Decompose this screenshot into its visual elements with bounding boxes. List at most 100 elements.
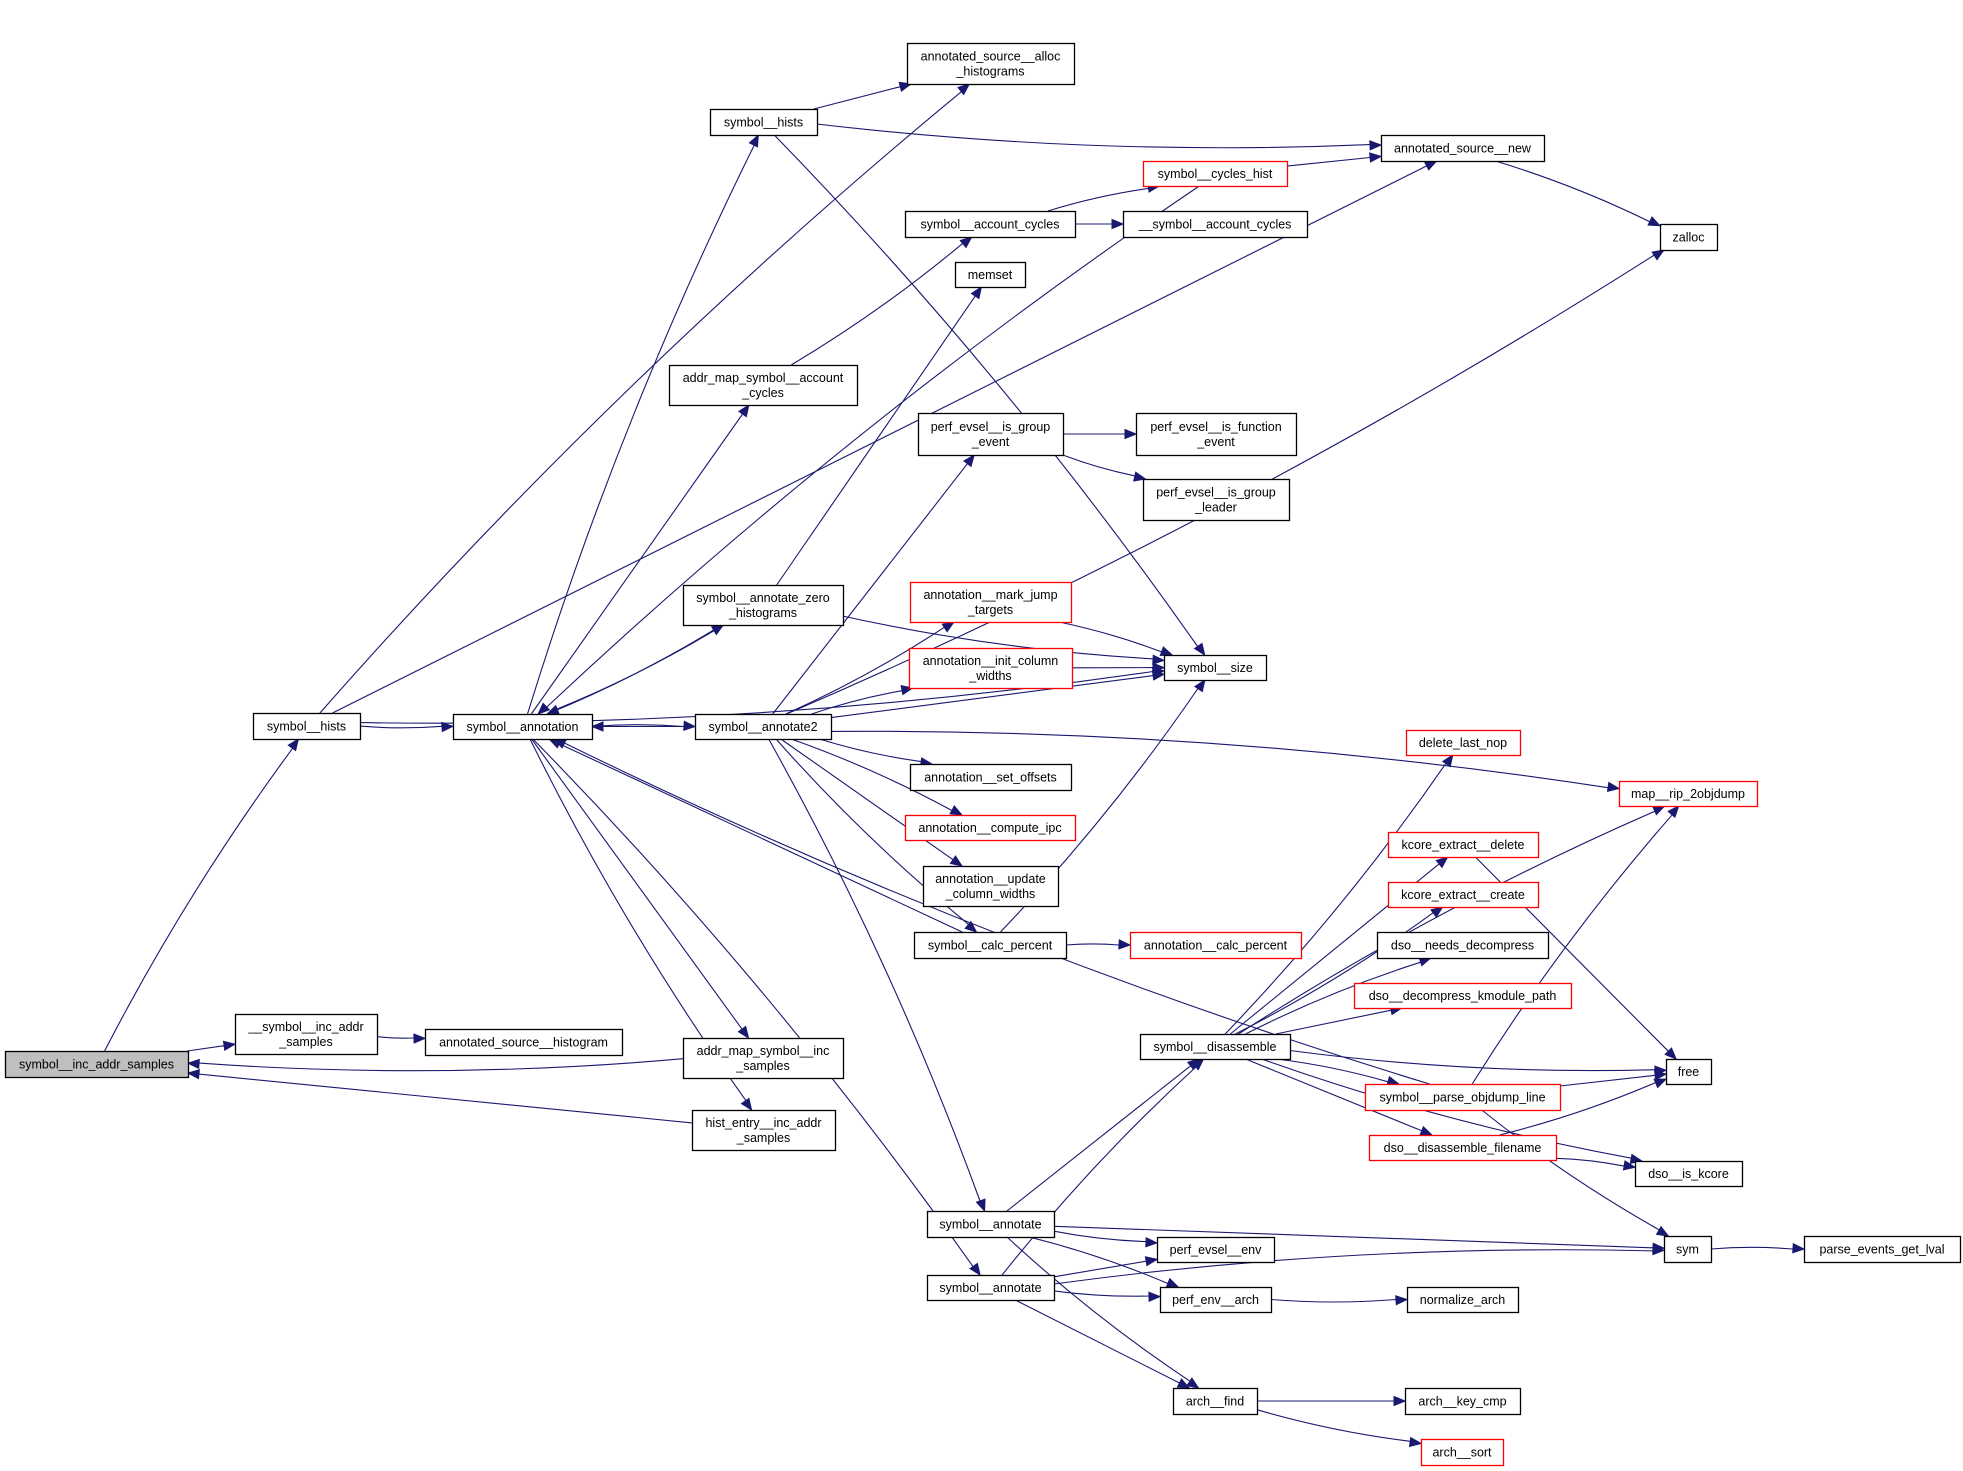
- edge-line: [813, 86, 901, 110]
- edge-line: [198, 1073, 693, 1124]
- node-kcore-extract-delete[interactable]: kcore_extract__delete: [1387, 831, 1540, 859]
- node-box: [1122, 210, 1309, 239]
- node-symbol-disassemble[interactable]: symbol__disassemble: [1139, 1033, 1292, 1061]
- edge-line: [773, 134, 1199, 647]
- node-addr-map-symbol-inc-samples[interactable]: addr_map_symbol__inc_samples: [682, 1037, 845, 1080]
- arrowhead-icon: [740, 1097, 753, 1112]
- node-box: [691, 1109, 837, 1152]
- node-annotation-calc-percent[interactable]: annotation__calc_percent: [1129, 931, 1303, 960]
- edge-symbol__annotate_a-to-perf_evsel__env: [1053, 1230, 1159, 1248]
- node-arch-sort[interactable]: arch__sort: [1420, 1438, 1505, 1467]
- node-label: symbol__calc_percent: [928, 939, 1053, 953]
- node-label: arch__find: [1186, 1395, 1244, 1409]
- node-box: [1665, 1058, 1713, 1086]
- node-label: symbol__account_cycles: [921, 218, 1060, 232]
- node-dso-is-kcore[interactable]: dso__is_kcore: [1634, 1160, 1744, 1188]
- edge-symbol__annotate2-to-perf_evsel__is_group_event: [772, 453, 976, 715]
- node-label: __symbol__inc_addr: [247, 1020, 363, 1034]
- node-label: dso__disassemble_filename: [1384, 1141, 1542, 1155]
- node-dso-disassemble-filename[interactable]: dso__disassemble_filename: [1368, 1134, 1558, 1162]
- node-perf-evsel-is-function-event[interactable]: perf_evsel__is_function_event: [1135, 412, 1298, 457]
- node-box: [926, 1210, 1056, 1239]
- edge-line: [1053, 1290, 1150, 1297]
- node-perf-env-arch[interactable]: perf_env__arch: [1159, 1286, 1273, 1314]
- node-symbol-size[interactable]: symbol__size: [1163, 654, 1268, 682]
- node-perf-evsel-is-group-leader[interactable]: perf_evsel__is_group_leader: [1142, 478, 1291, 522]
- node-annotated-source-new[interactable]: annotated_source__new: [1380, 134, 1546, 163]
- node-sym[interactable]: sym: [1663, 1235, 1713, 1264]
- node-free[interactable]: free: [1665, 1058, 1713, 1086]
- arrowhead-icon: [1186, 1377, 1200, 1389]
- edge-symbol__disassemble-to-symbol__parse_objdump_line: [1276, 1058, 1401, 1086]
- node-symbol-hists-b[interactable]: symbol__hists: [709, 108, 819, 137]
- edge-line: [830, 675, 1154, 719]
- node-symbol-inc-addr-samples[interactable]: __symbol__inc_addr_samples: [234, 1013, 379, 1056]
- edge-line: [1053, 1225, 1654, 1249]
- arrowhead-icon: [748, 133, 759, 148]
- node-perf-evsel-is-group-event[interactable]: perf_evsel__is_group_event: [917, 412, 1065, 457]
- edge-addr_map_symbol__inc_samples-to-symbol__inc_addr_samples: [186, 1058, 684, 1072]
- edge-annotated_source__new-to-zalloc: [1495, 160, 1662, 227]
- node-symbol-account-cycles[interactable]: symbol__account_cycles: [904, 210, 1077, 239]
- node-symbol-annotate-a[interactable]: symbol__annotate: [926, 1210, 1056, 1239]
- node-map-rip-2objdump[interactable]: map__rip_2objdump: [1618, 780, 1759, 808]
- edge-line: [1053, 1260, 1147, 1278]
- arrowhead-icon: [1393, 1395, 1407, 1407]
- arrowhead-icon: [1651, 805, 1666, 816]
- node-hist-entry-inc-addr-samples[interactable]: hist_entry__inc_addr_samples: [691, 1109, 837, 1152]
- node-annotated-source-histogram[interactable]: annotated_source__histogram: [424, 1028, 624, 1057]
- node-annotated-source-alloc-histograms[interactable]: annotated_source__alloc_histograms: [906, 42, 1076, 86]
- edge-line: [1710, 1246, 1794, 1250]
- node-symbol-account-cycles[interactable]: __symbol__account_cycles: [1122, 210, 1309, 239]
- node-parse-events-get-lval[interactable]: parse_events_get_lval: [1803, 1235, 1962, 1264]
- node-memset[interactable]: memset: [954, 261, 1027, 289]
- arrowhead-icon: [413, 1033, 427, 1044]
- edge-line: [1058, 621, 1162, 653]
- node-label: symbol__parse_objdump_line: [1379, 1091, 1545, 1105]
- node-symbol-calc-percent[interactable]: symbol__calc_percent: [913, 931, 1068, 960]
- node-symbol-cycles-hist[interactable]: symbol__cycles_hist: [1142, 160, 1289, 188]
- node-normalize-arch[interactable]: normalize_arch: [1406, 1286, 1520, 1314]
- node-arch-key-cmp[interactable]: arch__key_cmp: [1404, 1387, 1522, 1416]
- edge-__symbol__inc_addr_samples-to-annotated_source__histogram: [376, 1033, 427, 1044]
- node-label: addr_map_symbol__inc: [697, 1044, 830, 1058]
- node-symbol-annotation[interactable]: symbol__annotation: [452, 713, 594, 741]
- node-symbol-annotate2[interactable]: symbol__annotate2: [694, 713, 833, 741]
- node-annotation-mark-jump-targets[interactable]: annotation__mark_jump_targets: [909, 581, 1073, 624]
- node-kcore-extract-create[interactable]: kcore_extract__create: [1387, 881, 1540, 909]
- node-delete-last-nop[interactable]: delete_last_nop: [1405, 729, 1522, 757]
- arrowhead-icon: [1652, 1244, 1666, 1256]
- node-symbol-annotate-zero-histograms[interactable]: symbol__annotate_zero_histograms: [682, 584, 845, 627]
- node-dso-needs-decompress[interactable]: dso__needs_decompress: [1376, 931, 1550, 960]
- node-symbol-hists-a[interactable]: symbol__hists: [252, 712, 362, 741]
- edge-arch__find-to-arch__sort: [1256, 1409, 1423, 1448]
- node-annotation-set-offsets[interactable]: annotation__set_offsets: [909, 763, 1073, 792]
- node-label: _cycles: [741, 386, 784, 400]
- node-symbol-annotate-b[interactable]: symbol__annotate: [926, 1274, 1056, 1302]
- arrowhead-icon: [969, 1262, 981, 1277]
- node-arch-find[interactable]: arch__find: [1172, 1387, 1259, 1416]
- node-symbol-parse-objdump-line[interactable]: symbol__parse_objdump_line: [1364, 1083, 1562, 1112]
- node-label: symbol__annotate: [939, 1218, 1041, 1232]
- node-annotation-init-column-widths[interactable]: annotation__init_column_widths: [908, 647, 1074, 690]
- node-label: parse_events_get_lval: [1819, 1243, 1944, 1257]
- edge-dso__disassemble_filename-to-free: [1499, 1078, 1668, 1136]
- arrowhead-icon: [1118, 939, 1132, 950]
- node-annotation-update-column-widths[interactable]: annotation__update_column_widths: [922, 865, 1060, 908]
- node-symbol-inc-addr-samples: symbol__inc_addr_samples: [4, 1050, 190, 1079]
- arrowhead-icon: [975, 1198, 986, 1213]
- node-dso-decompress-kmodule-path[interactable]: dso__decompress_kmodule_path: [1353, 982, 1573, 1010]
- arrowhead-icon: [1654, 1070, 1668, 1081]
- node-annotation-compute-ipc[interactable]: annotation__compute_ipc: [904, 814, 1077, 842]
- node-zalloc[interactable]: zalloc: [1659, 223, 1719, 252]
- node-box: [909, 763, 1073, 792]
- node-addr-map-symbol-account-cycles[interactable]: addr_map_symbol__account_cycles: [668, 364, 859, 407]
- edge-line: [1245, 961, 1421, 1035]
- node-label: _samples: [278, 1035, 333, 1049]
- node-perf-evsel-env[interactable]: perf_evsel__env: [1156, 1236, 1276, 1264]
- node-box: [1139, 1033, 1292, 1061]
- edge-symbol__inc_addr_samples-to-__symbol__inc_addr_samples: [187, 1040, 237, 1052]
- edge-line: [359, 725, 443, 729]
- arrowhead-icon: [1176, 1378, 1191, 1389]
- edge-line: [1261, 1058, 1632, 1159]
